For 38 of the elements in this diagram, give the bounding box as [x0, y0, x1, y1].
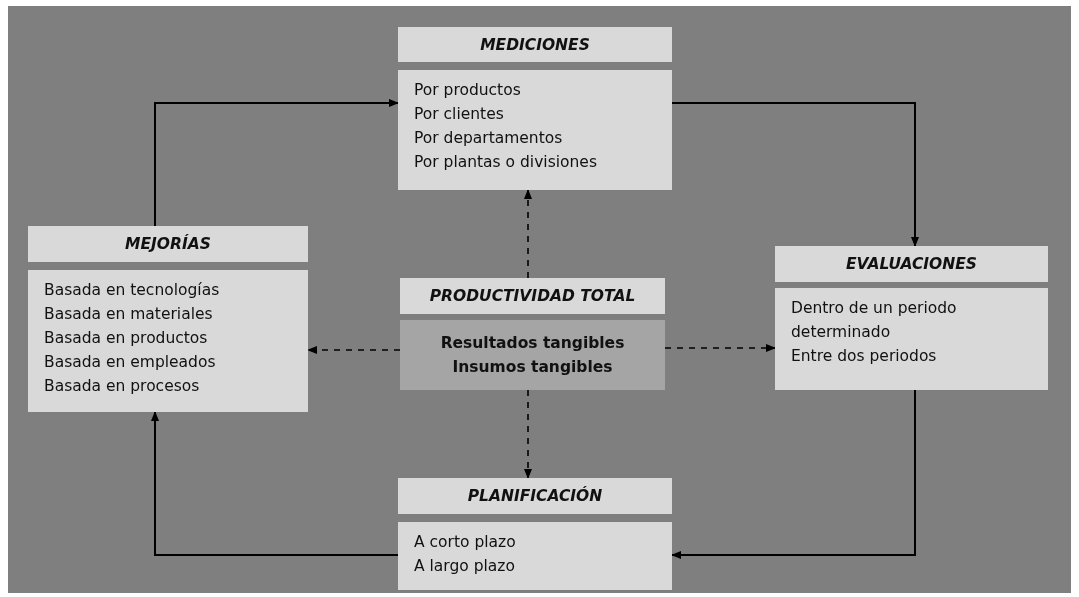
list-box	[398, 70, 672, 190]
arrow	[671, 102, 919, 247]
list-item: Entre dos periodos	[791, 346, 937, 367]
list-item: Insumos tangibles	[452, 357, 613, 378]
list-box	[28, 270, 308, 412]
arrow	[307, 346, 401, 354]
arrow	[664, 344, 776, 352]
list-item: A largo plazo	[414, 556, 515, 577]
list-item: Por plantas o divisiones	[414, 152, 597, 173]
list-box	[400, 320, 665, 390]
list-box	[398, 522, 672, 590]
heading-box	[400, 278, 665, 314]
heading-text: MEJORÍAS	[125, 233, 211, 255]
list-item: Por productos	[414, 80, 521, 101]
list-item: Basada en materiales	[44, 304, 213, 325]
arrow	[151, 411, 399, 556]
arrow	[524, 389, 532, 479]
list-item: Por clientes	[414, 104, 504, 125]
heading-box	[28, 226, 308, 262]
arrow	[154, 99, 399, 227]
heading-box	[398, 478, 672, 514]
list-item: Basada en procesos	[44, 376, 200, 397]
heading-text: MEDICIONES	[480, 34, 590, 56]
list-item: A corto plazo	[414, 532, 516, 553]
list-box	[775, 288, 1048, 390]
heading-text: PRODUCTIVIDAD TOTAL	[429, 286, 636, 307]
list-item: Basada en productos	[44, 328, 208, 349]
list-item: Por departamentos	[414, 128, 563, 149]
list-item: Resultados tangibles	[440, 333, 625, 354]
arrow	[524, 189, 532, 279]
arrow	[671, 389, 916, 559]
list-item: Basada en empleados	[44, 352, 216, 373]
heading-box	[775, 246, 1048, 282]
list-item: Dentro de un periodo determinado	[791, 298, 958, 343]
heading-text: PLANIFICACIÓN	[467, 485, 603, 507]
heading-box	[398, 27, 672, 62]
list-item: Basada en tecnologías	[44, 280, 220, 301]
heading-text: EVALUACIONES	[846, 254, 977, 275]
